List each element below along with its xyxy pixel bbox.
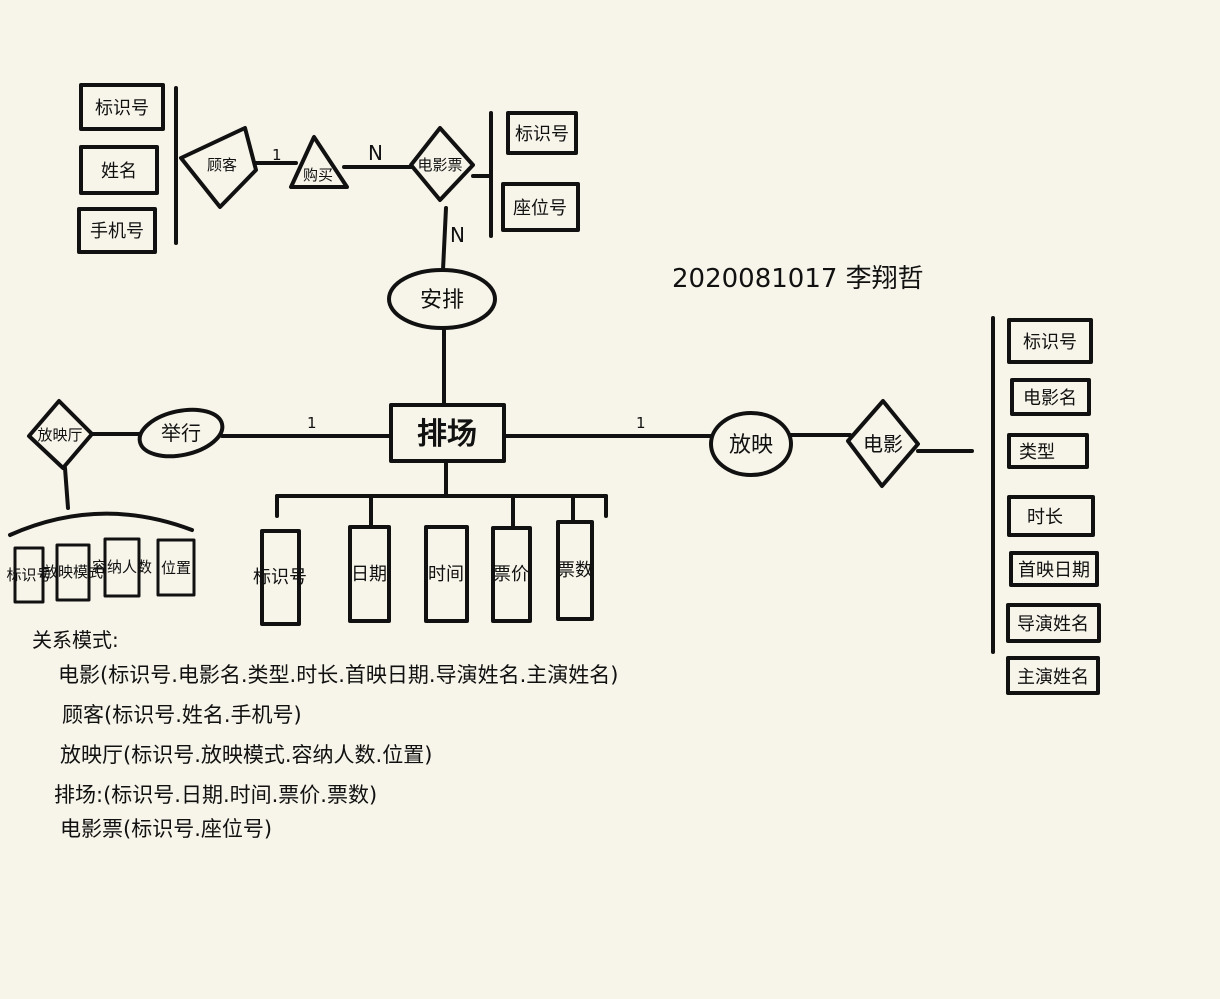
purchase-relationship-label: 购买 xyxy=(303,166,333,184)
hall-attr-bracket xyxy=(8,511,194,537)
movie-attr-id-box xyxy=(1007,318,1093,364)
screening-entity-label: 排场 xyxy=(417,417,477,452)
movie-attr-name-box xyxy=(1010,378,1091,416)
screening-attributes: 标识号 日期 时间 票价 票数 xyxy=(253,459,608,626)
hall-attr-capacity: 容纳人数 xyxy=(92,558,152,576)
hall-entity-label: 放映厅 xyxy=(37,426,82,444)
customer-entity-shape xyxy=(179,126,258,209)
show-relationship-label: 放映 xyxy=(729,433,773,458)
screening-attr-date-box xyxy=(348,525,391,623)
ticket-attr-seat-box xyxy=(501,182,580,232)
hold-relationship-label: 举行 xyxy=(161,421,201,445)
screening-attr-price-box xyxy=(491,526,532,623)
card-screening-show: 1 xyxy=(636,414,646,432)
schema-heading: 关系模式: xyxy=(32,628,119,652)
edge-hall-attrs xyxy=(63,466,70,510)
customer-attr-phone-box xyxy=(77,207,157,254)
hall-attr-id: 标识号 xyxy=(6,566,51,584)
relational-schema-notes: 关系模式: 电影(标识号.电影名.类型.时长.首映日期.导演姓名.主演姓名) 顾… xyxy=(30,624,750,853)
customer-attr-phone: 手机号 xyxy=(90,221,144,242)
movie-attr-id: 标识号 xyxy=(1023,332,1077,353)
movie-attr-genre: 类型 xyxy=(1019,442,1055,463)
card-ticket-arrange: N xyxy=(450,223,465,247)
customer-attr-name-box xyxy=(79,145,159,195)
screening-attr-id-box xyxy=(260,529,301,626)
ticket-attr-id-box xyxy=(506,111,578,155)
screening-attr-time: 时间 xyxy=(428,564,464,585)
screening-attr-time-box xyxy=(424,525,469,623)
schema-relation-screening: 排场:(标识号.日期.时间.票价.票数) xyxy=(54,783,378,807)
screening-attr-id: 标识号 xyxy=(253,567,307,588)
movie-entity-label: 电影 xyxy=(863,432,903,456)
movie-attr-director-box xyxy=(1006,603,1101,643)
arrange-relationship-label: 安排 xyxy=(420,288,464,313)
ticket-attr-seat: 座位号 xyxy=(513,198,567,219)
movie-attr-star-box xyxy=(1006,656,1100,695)
card-purchase-ticket: N xyxy=(368,141,383,165)
hall-attr-location: 位置 xyxy=(161,559,191,577)
edge-ticket-arrange xyxy=(441,206,448,272)
screening-attr-count-box xyxy=(556,520,594,621)
hall-attr-location-box xyxy=(156,538,196,597)
customer-attr-id-box xyxy=(79,83,165,131)
screening-attr-price: 票价 xyxy=(493,564,529,585)
screening-attr-date: 日期 xyxy=(351,564,387,585)
movie-attr-director: 导演姓名 xyxy=(1017,614,1089,635)
ticket-entity-label: 电影票 xyxy=(417,156,462,174)
schema-relation-movie: 电影(标识号.电影名.类型.时长.首映日期.导演姓名.主演姓名) xyxy=(58,663,619,687)
hall-attr-mode: 放映模式 xyxy=(43,563,103,581)
ticket-attr-id: 标识号 xyxy=(515,124,569,145)
movie-attr-star: 主演姓名 xyxy=(1017,667,1089,688)
schema-relation-hall: 放映厅(标识号.放映模式.容纳人数.位置) xyxy=(60,743,433,767)
hall-attr-capacity-box xyxy=(103,537,141,598)
customer-attributes: 标识号 姓名 手机号 xyxy=(77,83,178,254)
card-customer-purchase: 1 xyxy=(272,146,282,164)
ticket-attributes: 标识号 座位号 xyxy=(471,111,580,238)
hall-attr-mode-box xyxy=(55,543,91,602)
movie-attributes: 标识号 电影名 类型 时长 首映日期 导演姓名 主演姓名 xyxy=(991,316,1101,695)
ticket-entity-shape xyxy=(409,126,475,202)
movie-attr-genre-box xyxy=(1007,433,1089,469)
customer-attr-id: 标识号 xyxy=(95,98,149,119)
movie-attr-duration-box xyxy=(1007,495,1095,537)
customer-attr-name: 姓名 xyxy=(101,161,137,182)
movie-attr-name: 电影名 xyxy=(1023,388,1077,409)
customer-entity-label: 顾客 xyxy=(207,156,237,174)
author-signature: 2020081017 李翔哲 xyxy=(672,264,924,294)
card-hold-screening: 1 xyxy=(307,414,317,432)
movie-attr-premiere-box xyxy=(1009,551,1099,587)
movie-attr-duration: 时长 xyxy=(1027,507,1063,528)
hold-relationship-shape xyxy=(137,407,225,459)
hall-attr-id-box xyxy=(13,546,45,604)
show-relationship-shape xyxy=(709,411,793,477)
schema-relation-ticket: 电影票(标识号.座位号) xyxy=(60,817,273,841)
movie-attr-premiere: 首映日期 xyxy=(1018,560,1090,581)
purchase-relationship-shape xyxy=(289,135,349,189)
schema-relation-customer: 顾客(标识号.姓名.手机号) xyxy=(62,703,302,727)
hall-attributes: 标识号 放映模式 容纳人数 位置 xyxy=(6,466,196,604)
screening-attr-count: 票数 xyxy=(557,560,593,581)
movie-entity-shape xyxy=(846,399,920,488)
